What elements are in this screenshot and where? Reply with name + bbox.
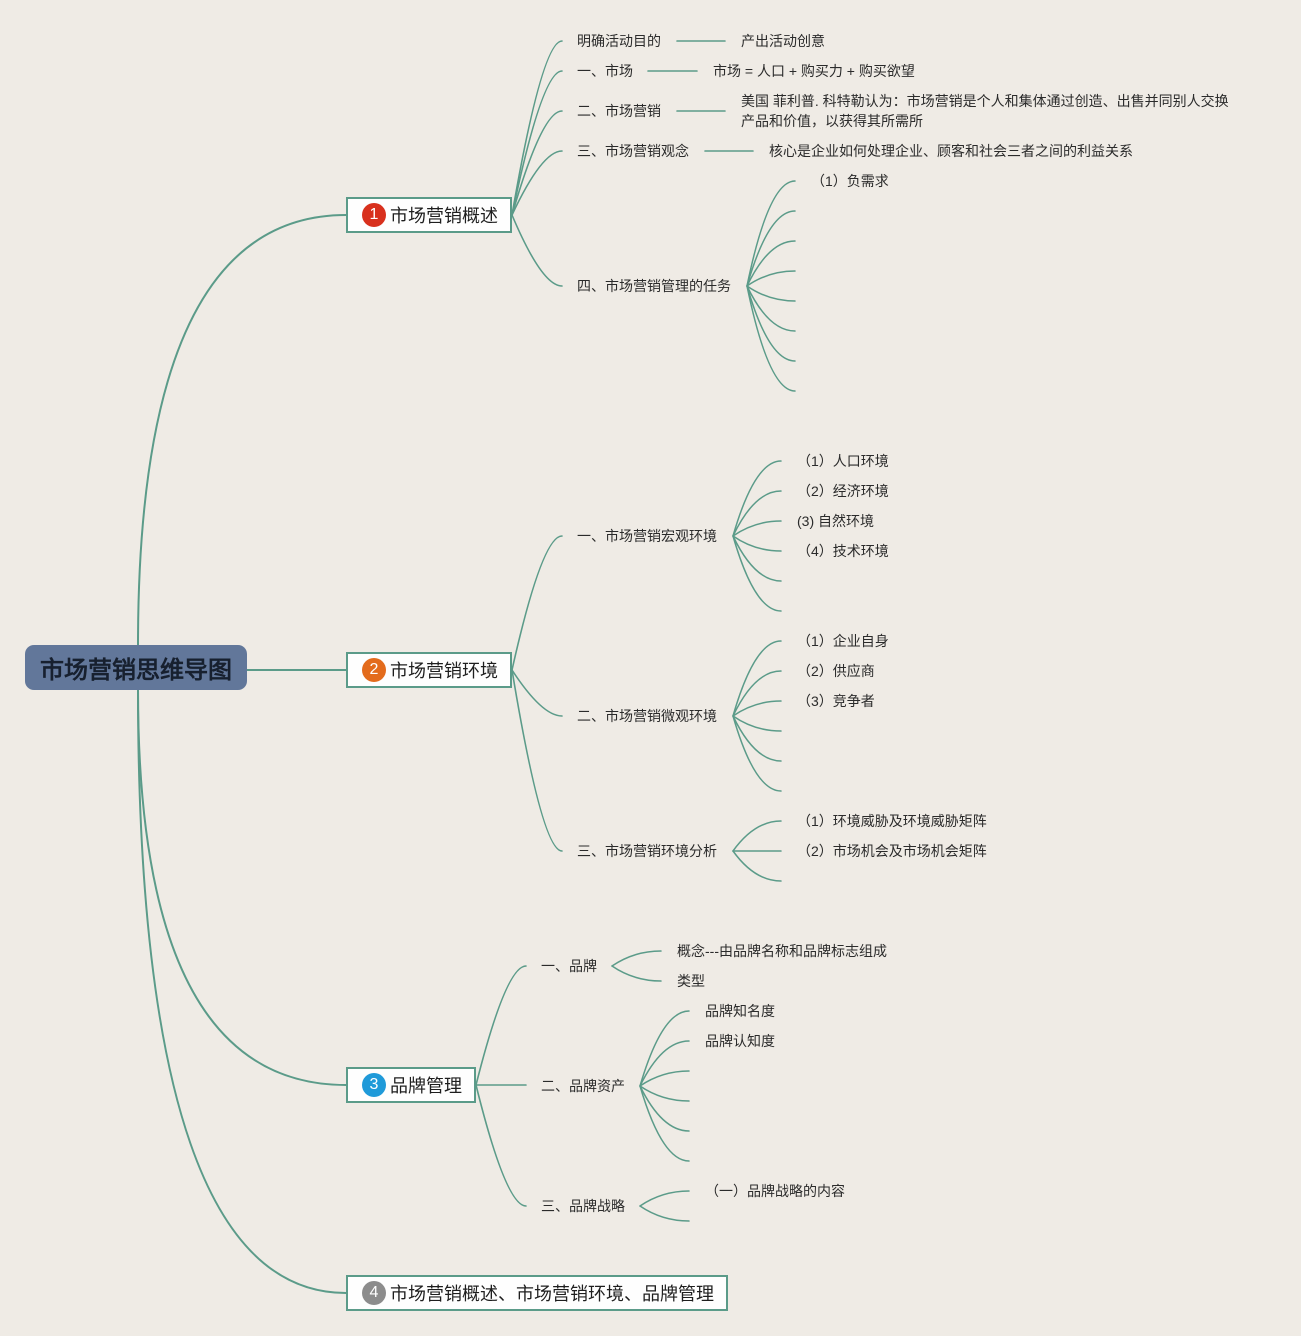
branch-1-connector-2 — [511, 70, 563, 216]
fan-1-connector-6 — [746, 285, 796, 332]
number-badge-4: 4 — [362, 1281, 386, 1305]
child-topic[interactable]: （3）竞争者 — [797, 693, 875, 709]
fan-5-connector-1 — [611, 950, 662, 967]
subtopic[interactable]: 三、品牌战略 — [541, 1198, 625, 1214]
branch-2-connector-2 — [511, 669, 563, 717]
fan-2-connector-3 — [732, 520, 782, 537]
child-topic[interactable]: （1）环境威胁及环境威胁矩阵 — [797, 813, 987, 829]
branch-topic-2[interactable]: 2 市场营销环境 — [346, 652, 512, 688]
child-topic[interactable]: （1）企业自身 — [797, 633, 889, 649]
fan-3-connector-6 — [732, 715, 782, 792]
fan-1-connector-7 — [746, 285, 796, 362]
branch-topic-4[interactable]: 4 市场营销概述、市场营销环境、品牌管理 — [346, 1275, 728, 1311]
detail-topic[interactable]: 产出活动创意 — [741, 33, 825, 49]
subtopic[interactable]: 二、市场营销 — [577, 103, 661, 119]
fan-7-connector-2 — [639, 1205, 690, 1222]
fan-6-connector-1 — [639, 1010, 690, 1087]
fan-2-connector-6 — [732, 535, 782, 612]
branch-1-connector-4 — [511, 150, 563, 216]
child-topic[interactable]: 概念---由品牌名称和品牌标志组成 — [677, 943, 887, 959]
branch-2-connector-3 — [511, 669, 563, 852]
subtopic[interactable]: 二、市场营销微观环境 — [577, 708, 717, 724]
fan-1-connector-4 — [746, 270, 796, 287]
fan-1-connector-8 — [746, 285, 796, 392]
branch-label: 品牌管理 — [390, 1076, 462, 1096]
detail-topic-line[interactable]: 产品和价值，以获得其所需所 — [741, 113, 923, 129]
root-connector-4 — [137, 689, 347, 1294]
fan-6-connector-4 — [639, 1085, 690, 1102]
fan-2-connector-1 — [732, 460, 782, 537]
fan-5-connector-2 — [611, 965, 662, 982]
fan-4-connector-1 — [732, 820, 782, 852]
number-badge-1: 1 — [362, 203, 386, 227]
child-topic[interactable]: 品牌知名度 — [705, 1003, 775, 1019]
branch-3-connector-1 — [475, 965, 527, 1086]
fan-1-connector-2 — [746, 210, 796, 287]
child-topic[interactable]: （2）经济环境 — [797, 483, 889, 499]
fan-2-connector-5 — [732, 535, 782, 582]
branch-1-connector-5 — [511, 214, 563, 287]
subtopic[interactable]: 二、品牌资产 — [541, 1078, 625, 1094]
child-topic[interactable]: （4）技术环境 — [797, 543, 889, 559]
number-badge-3: 3 — [362, 1073, 386, 1097]
number-badge-2: 2 — [362, 658, 386, 682]
child-topic[interactable]: 品牌认知度 — [705, 1033, 775, 1049]
branch-label: 市场营销概述 — [390, 206, 498, 226]
branch-topic-3[interactable]: 3 品牌管理 — [346, 1067, 476, 1103]
branch-1-connector-1 — [511, 40, 563, 216]
detail-topic[interactable]: 核心是企业如何处理企业、顾客和社会三者之间的利益关系 — [769, 143, 1133, 159]
root-connector-1 — [137, 214, 347, 646]
fan-1-connector-1 — [746, 180, 796, 287]
child-topic[interactable]: (3) 自然环境 — [797, 513, 874, 529]
branch-2-connector-1 — [511, 535, 563, 671]
fan-1-connector-5 — [746, 285, 796, 302]
child-topic[interactable]: （1）人口环境 — [797, 453, 889, 469]
branch-topic-1[interactable]: 1 市场营销概述 — [346, 197, 512, 233]
child-topic[interactable]: （2）供应商 — [797, 663, 875, 679]
fan-4-connector-3 — [732, 850, 782, 882]
fan-6-connector-3 — [639, 1070, 690, 1087]
fan-6-connector-5 — [639, 1085, 690, 1132]
root-connector-3 — [137, 689, 347, 1086]
subtopic[interactable]: 三、市场营销环境分析 — [577, 843, 717, 859]
fan-6-connector-2 — [639, 1040, 690, 1087]
branch-1-connector-3 — [511, 110, 563, 216]
fan-2-connector-4 — [732, 535, 782, 552]
child-topic[interactable]: （2）市场机会及市场机会矩阵 — [797, 843, 987, 859]
fan-3-connector-3 — [732, 700, 782, 717]
fan-3-connector-4 — [732, 715, 782, 732]
subtopic[interactable]: 一、品牌 — [541, 958, 597, 974]
branch-3-connector-3 — [475, 1084, 527, 1207]
subtopic[interactable]: 明确活动目的 — [577, 33, 661, 49]
subtopic[interactable]: 三、市场营销观念 — [577, 143, 689, 159]
child-topic[interactable]: （1）负需求 — [811, 173, 889, 189]
branch-label: 市场营销环境 — [390, 661, 498, 681]
fan-2-connector-2 — [732, 490, 782, 537]
fan-3-connector-2 — [732, 670, 782, 717]
child-topic[interactable]: 类型 — [677, 973, 705, 989]
fan-3-connector-1 — [732, 640, 782, 717]
subtopic[interactable]: 一、市场营销宏观环境 — [577, 528, 717, 544]
root-topic[interactable]: 市场营销思维导图 — [25, 645, 247, 690]
fan-3-connector-5 — [732, 715, 782, 762]
fan-6-connector-6 — [639, 1085, 690, 1162]
detail-topic-line[interactable]: 美国 菲利普. 科特勒认为：市场营销是个人和集体通过创造、出售并同别人交换 — [741, 93, 1229, 109]
subtopic[interactable]: 四、市场营销管理的任务 — [577, 278, 731, 294]
fan-1-connector-3 — [746, 240, 796, 287]
branch-label: 市场营销概述、市场营销环境、品牌管理 — [390, 1284, 714, 1304]
detail-topic[interactable]: 市场 = 人口 + 购买力 + 购买欲望 — [713, 63, 915, 79]
fan-7-connector-1 — [639, 1190, 690, 1207]
subtopic[interactable]: 一、市场 — [577, 63, 633, 79]
child-topic[interactable]: （一）品牌战略的内容 — [705, 1183, 845, 1199]
